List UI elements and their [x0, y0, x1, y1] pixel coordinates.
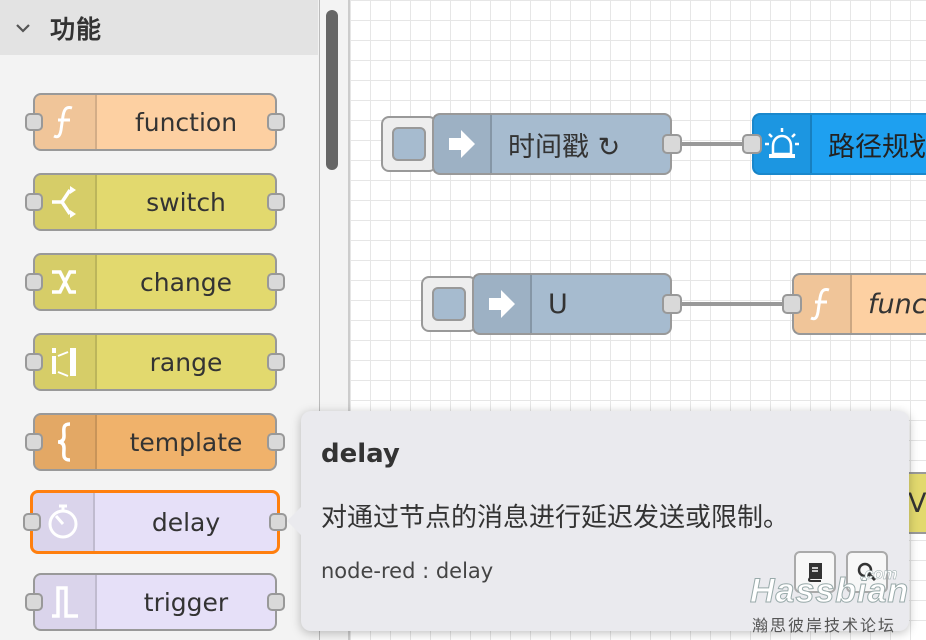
palette-scrollbar[interactable] [326, 10, 338, 170]
palette-node-label: delay [151, 507, 221, 537]
help-book-button[interactable] [794, 551, 836, 593]
tooltip-description: 对通过节点的消息进行延迟发送或限制。 [321, 503, 790, 533]
output-port [267, 433, 285, 451]
output-port [267, 593, 285, 611]
output-port [662, 134, 682, 154]
template-icon [35, 415, 97, 469]
palette-category-title: 功能 [50, 14, 103, 44]
input-port [23, 513, 41, 531]
inject-button-face [392, 127, 426, 161]
input-port [742, 134, 762, 154]
change-icon [35, 255, 97, 309]
input-port [782, 294, 802, 314]
search-button[interactable] [846, 551, 888, 593]
input-port [25, 433, 43, 451]
flow-node-label: functi [868, 288, 926, 320]
flow-node-label: 时间戳 ↻ [508, 131, 621, 163]
input-port [25, 193, 43, 211]
output-port [662, 294, 682, 314]
palette-category-header[interactable]: 功能 [0, 0, 318, 55]
watermark-tld: .com [860, 566, 898, 584]
range-icon [35, 335, 97, 389]
input-port [25, 273, 43, 291]
flow-node-inject-timestamp[interactable]: 时间戳 ↻ [432, 113, 682, 175]
palette-node-label: function [134, 107, 238, 137]
search-icon [857, 562, 877, 582]
timer-icon [33, 493, 95, 551]
inject-button[interactable] [381, 116, 437, 172]
alarm-icon [754, 115, 812, 173]
output-port [267, 353, 285, 371]
function-icon [794, 275, 852, 333]
watermark: Hassbian .com 瀚思彼岸技术论坛 [749, 566, 926, 640]
trigger-icon [35, 575, 97, 629]
tooltip-title: delay [321, 439, 400, 469]
palette-node-label: template [129, 427, 243, 457]
book-icon [807, 563, 822, 582]
inject-button[interactable] [421, 276, 477, 332]
palette-node-function[interactable]: function [25, 93, 285, 151]
palette-node-range[interactable]: range [25, 333, 285, 391]
tooltip-module: node-red : delay [321, 559, 494, 583]
node-help-tooltip: delay 对通过节点的消息进行延迟发送或限制。 node-red : dela… [287, 411, 909, 631]
palette-panel: 功能 function switch change range [0, 0, 320, 640]
inject-button-face [432, 287, 466, 321]
output-port [267, 273, 285, 291]
palette-node-template[interactable]: template [25, 413, 285, 471]
output-port [267, 113, 285, 131]
input-port [25, 353, 43, 371]
palette-node-delay[interactable]: delay [23, 490, 287, 554]
palette-node-switch[interactable]: switch [25, 173, 285, 231]
switch-icon [35, 175, 97, 229]
inject-arrow-icon [434, 115, 492, 173]
wire[interactable] [682, 302, 794, 306]
palette-node-label: trigger [143, 587, 229, 617]
palette-node-label: change [139, 267, 232, 297]
watermark-subtitle: 瀚思彼岸技术论坛 [752, 616, 897, 635]
output-port [269, 513, 287, 531]
input-port [25, 113, 43, 131]
output-port [267, 193, 285, 211]
flow-node-label: U [548, 288, 568, 320]
chevron-down-icon [16, 23, 30, 33]
input-port [25, 593, 43, 611]
palette-node-trigger[interactable]: trigger [25, 573, 285, 631]
flow-node-label: 路径规划 [828, 131, 926, 163]
inject-arrow-icon [474, 275, 532, 333]
flow-node-inject-u[interactable]: U [472, 273, 682, 335]
flow-node-path-planning[interactable]: 路径规划 [742, 113, 926, 175]
function-icon [35, 95, 97, 149]
palette-node-change[interactable]: change [25, 253, 285, 311]
palette-node-label: range [149, 347, 223, 377]
flow-node-label: V/ [908, 487, 926, 519]
wire[interactable] [682, 142, 754, 146]
flow-node-function[interactable]: functi [782, 273, 926, 335]
palette-node-label: switch [146, 187, 226, 217]
tooltip-arrow [287, 507, 301, 535]
watermark-brand: Hassbian [749, 572, 910, 611]
